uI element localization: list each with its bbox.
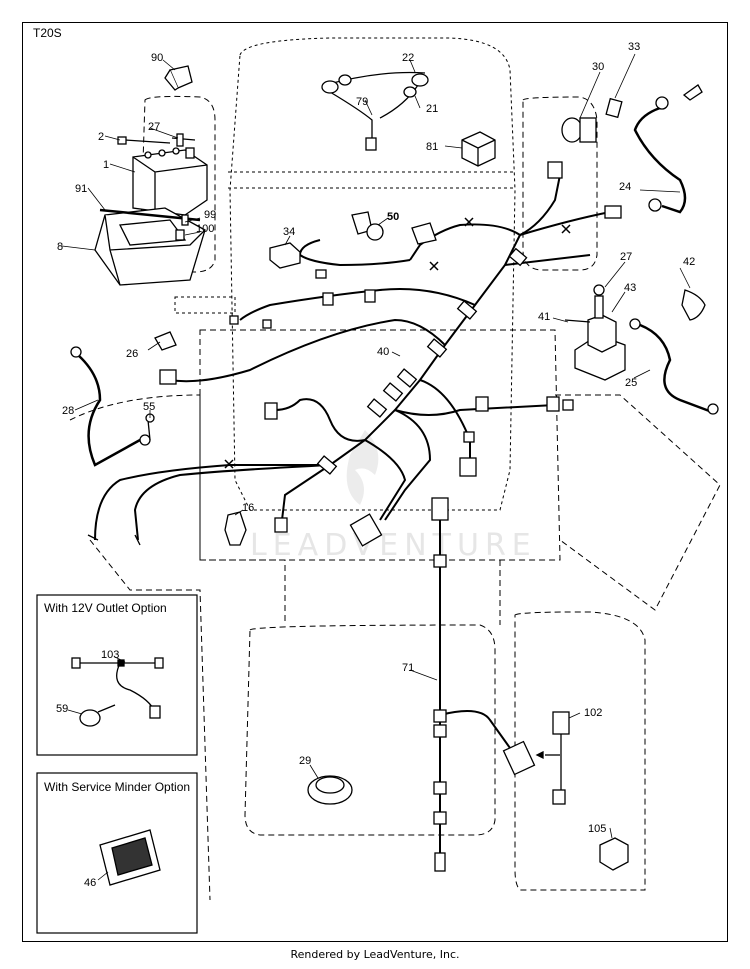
part-labels: 90 2 27 1 91 99 100 8 22 79 21 81 30 33 … — [56, 41, 695, 889]
label-91: 91 — [75, 183, 87, 195]
label-50: 50 — [387, 211, 399, 223]
label-8: 8 — [57, 241, 63, 253]
ignition-switch-30 — [561, 97, 623, 143]
footer-credit: Rendered by LeadVenture, Inc. — [290, 948, 460, 961]
label-1: 1 — [103, 159, 109, 171]
option-box-12v: With 12V Outlet Option — [36, 594, 198, 756]
lower-parts — [307, 711, 629, 871]
label-43: 43 — [624, 282, 636, 294]
label-40: 40 — [377, 346, 389, 358]
bolt-2 — [117, 133, 196, 241]
label-27a: 27 — [148, 121, 160, 133]
tie-x-marks — [224, 217, 571, 469]
label-42: 42 — [683, 256, 695, 268]
label-41: 41 — [538, 311, 550, 323]
label-22: 22 — [402, 52, 414, 64]
label-79: 79 — [356, 96, 368, 108]
battery-assembly — [94, 147, 208, 286]
label-55: 55 — [143, 401, 155, 413]
label-2: 2 — [98, 131, 104, 143]
part-90-connector — [164, 65, 193, 91]
label-71: 71 — [402, 662, 414, 674]
leader-lines — [61, 53, 691, 881]
label-29: 29 — [299, 755, 311, 767]
label-27b: 27 — [620, 251, 632, 263]
label-16: 16 — [242, 502, 254, 514]
label-21: 21 — [426, 103, 438, 115]
label-59: 59 — [56, 703, 68, 715]
diagram-frame — [22, 22, 728, 942]
label-102: 102 — [584, 707, 602, 719]
relay-81 — [461, 131, 496, 167]
label-99: 99 — [204, 209, 216, 221]
harness-clips — [159, 161, 622, 547]
label-100: 100 — [196, 223, 214, 235]
small-parts — [87, 211, 437, 546]
label-90: 90 — [151, 52, 163, 64]
label-33: 33 — [628, 41, 640, 53]
label-103: 103 — [101, 649, 119, 661]
battery-cables — [77, 106, 713, 467]
label-25: 25 — [625, 377, 637, 389]
main-harness-40 — [94, 174, 611, 541]
watermark-text: LEADVENTURE — [250, 528, 537, 563]
cable-terminals — [70, 84, 719, 446]
label-34: 34 — [283, 226, 295, 238]
label-26: 26 — [126, 348, 138, 360]
harness-71-clips — [431, 497, 536, 872]
label-46: 46 — [84, 877, 96, 889]
starter-solenoid-43 — [564, 284, 706, 381]
label-81: 81 — [426, 141, 438, 153]
label-28: 28 — [62, 405, 74, 417]
model-code: T20S — [33, 26, 62, 40]
option-box-minder-title: With Service Minder Option — [44, 780, 190, 794]
label-30: 30 — [592, 61, 604, 73]
option-box-minder: With Service Minder Option — [36, 772, 198, 934]
label-105: 105 — [588, 823, 606, 835]
headlight-harness — [321, 71, 429, 151]
option-box-12v-title: With 12V Outlet Option — [44, 601, 167, 615]
label-24: 24 — [619, 181, 631, 193]
watermark: LEADVENTURE — [250, 430, 537, 563]
